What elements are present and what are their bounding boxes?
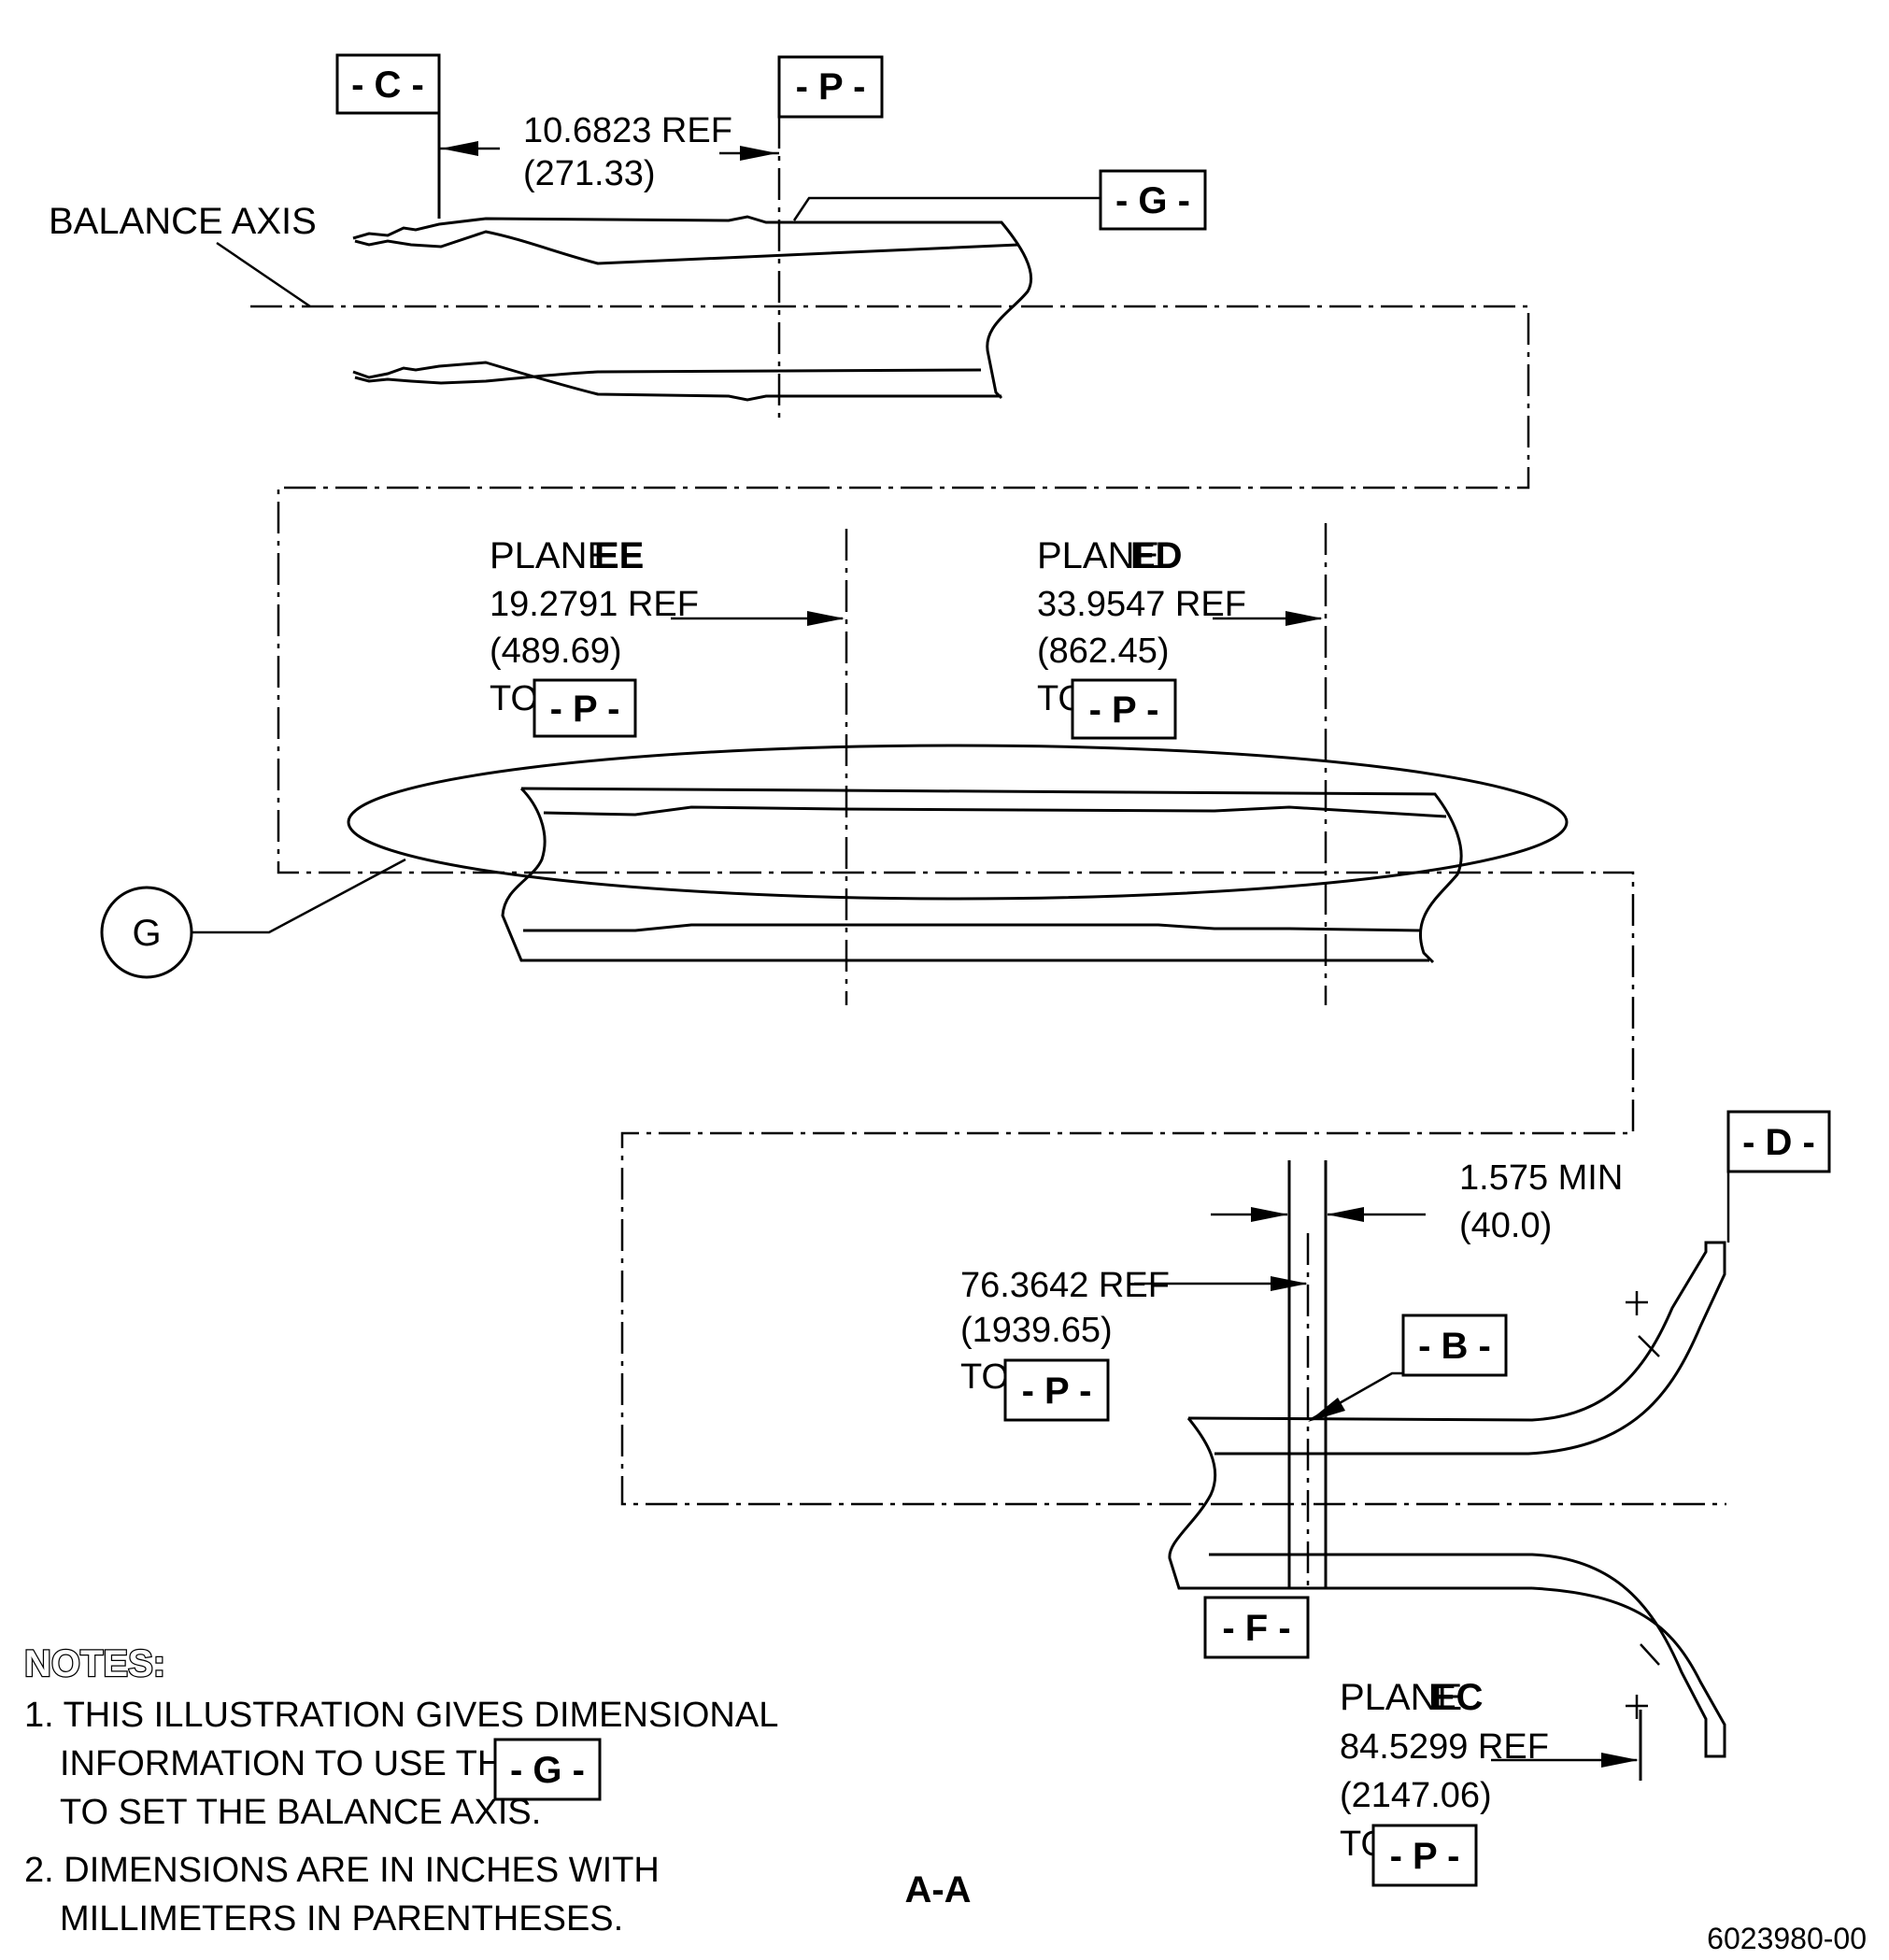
- min-dimension-mm: (40.0): [1459, 1206, 1552, 1245]
- bottom-shaft-section: 1.575 MIN (40.0) 76.3642 REF (1939.65) T…: [960, 1110, 1831, 1887]
- datum-c-label: - C -: [351, 64, 424, 106]
- balance-axis-label: BALANCE AXIS: [49, 201, 317, 242]
- plane-ee-dimension-mm: (489.69): [490, 632, 622, 671]
- detail-g-circle: [100, 886, 193, 979]
- middle-shaft-section: PLANE EE 19.2791 REF (489.69) TO - P - P…: [100, 523, 1569, 1005]
- notes-title: NOTES:: [24, 1643, 165, 1684]
- datum-p-label-ec: - P -: [1390, 1836, 1460, 1877]
- datum-p-box-top: [777, 55, 884, 119]
- datum-g-label-notes: - G -: [510, 1750, 585, 1791]
- datum-d-box: [1726, 1110, 1831, 1173]
- datum-f-box: [1203, 1596, 1310, 1659]
- datum-p-box-ec: [1371, 1824, 1478, 1887]
- datum-p-box-ed: [1071, 678, 1177, 740]
- note-2-line-1: 2. DIMENSIONS ARE IN INCHES WITH: [24, 1851, 660, 1890]
- plane-ec-dimension-mm: (2147.06): [1340, 1776, 1492, 1815]
- datum-b-box: [1401, 1314, 1508, 1377]
- b-dimension-mm: (1939.65): [960, 1311, 1113, 1350]
- min-dimension-in: 1.575 MIN: [1459, 1158, 1623, 1198]
- datum-d-label: - D -: [1742, 1122, 1815, 1163]
- top-shaft-section: - C - - P - 10.6823 REF (271.33) - G - B…: [49, 53, 1207, 425]
- section-label: A-A: [904, 1869, 971, 1910]
- datum-g-box: [1099, 169, 1207, 231]
- plane-ee-name: EE: [594, 535, 644, 576]
- b-dimension-in: 76.3642 REF: [960, 1266, 1170, 1305]
- b-dimension-to: TO: [960, 1357, 1009, 1397]
- c-to-p-dimension-in: 10.6823 REF: [523, 111, 732, 150]
- plane-ed-word: PLANE: [1037, 535, 1159, 576]
- note-1-line-2: INFORMATION TO USE THE: [60, 1744, 527, 1783]
- note-1-line-1: 1. THIS ILLUSTRATION GIVES DIMENSIONAL: [24, 1696, 778, 1735]
- plane-ec-name: EC: [1431, 1677, 1484, 1718]
- datum-p-box-b: [1003, 1358, 1110, 1422]
- datum-p-label-b: - P -: [1022, 1371, 1092, 1412]
- plane-ed-dimension-in: 33.9547 REF: [1037, 585, 1246, 624]
- datum-p-label-ed: - P -: [1089, 689, 1159, 731]
- plane-ee-to: TO: [490, 679, 538, 718]
- balance-axis-chain-lines: [250, 305, 1726, 1506]
- detail-g-ellipse: [347, 744, 1569, 901]
- notes: NOTES: 1. THIS ILLUSTRATION GIVES DIMENS…: [23, 1642, 779, 1939]
- drawing-number: 6023980-00: [1707, 1922, 1867, 1955]
- c-to-p-dimension-mm: (271.33): [523, 154, 656, 193]
- plane-ee-word: PLANE: [490, 535, 612, 576]
- datum-p-box-ee: [533, 678, 637, 738]
- datum-g-box-notes: [493, 1738, 602, 1801]
- plane-ed-dimension-mm: (862.45): [1037, 632, 1170, 671]
- datum-b-label: - B -: [1418, 1326, 1491, 1367]
- note-2-line-2: MILLIMETERS IN PARENTHESES.: [60, 1899, 623, 1939]
- note-1-line-3: TO SET THE BALANCE AXIS.: [60, 1793, 541, 1832]
- plane-ee-dimension-in: 19.2791 REF: [490, 585, 699, 624]
- plane-ed-name: ED: [1130, 535, 1183, 576]
- datum-g-label: - G -: [1115, 180, 1190, 221]
- datum-p-label-ee: - P -: [550, 689, 620, 730]
- datum-f-label: - F -: [1222, 1608, 1290, 1649]
- datum-c-box: [335, 53, 441, 115]
- datum-p-label-top: - P -: [796, 66, 866, 107]
- detail-g-label: G: [132, 913, 161, 954]
- plane-ec-word: PLANE: [1340, 1677, 1462, 1718]
